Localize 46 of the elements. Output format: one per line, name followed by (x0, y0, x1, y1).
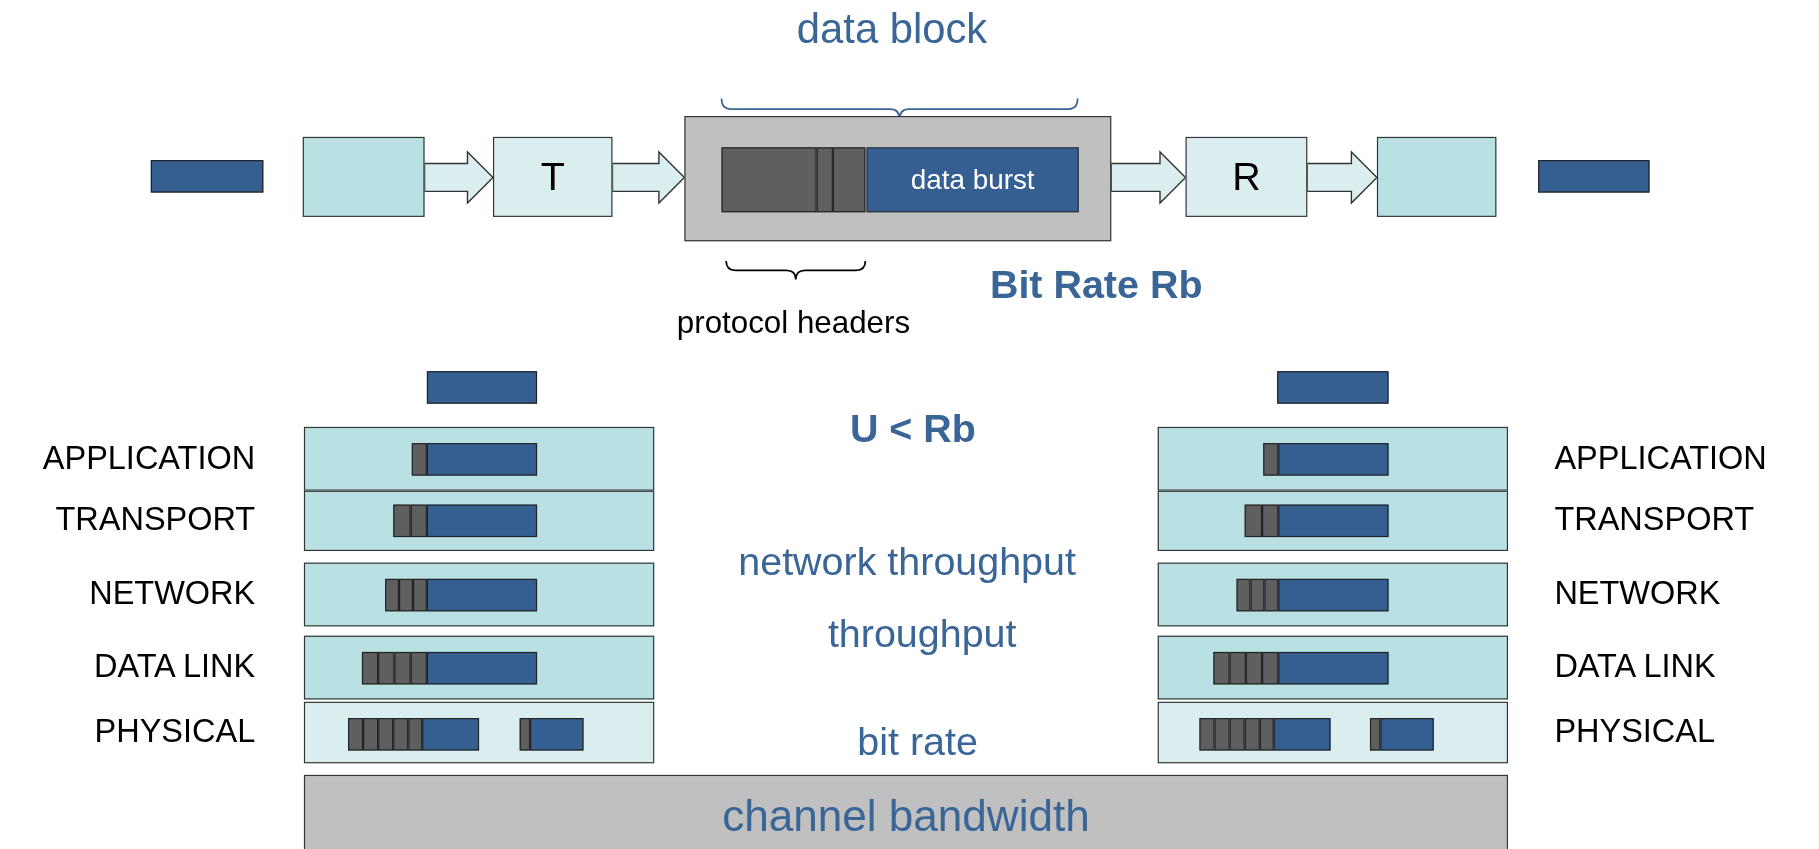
layer-box (303, 490, 655, 551)
layer-label: DATA LINK (1554, 647, 1716, 685)
throughput-label: throughput (827, 611, 1017, 657)
data-packet (1538, 160, 1650, 193)
layer-box (1157, 562, 1508, 627)
bit-rate-label: bit rate (857, 719, 978, 765)
layer-label: TRANSPORT (55, 501, 256, 539)
rate-label: Bit Rate Rb (989, 262, 1203, 308)
buffer-box (302, 136, 425, 217)
layer-box (1157, 426, 1508, 491)
layer-label: APPLICATION (1554, 439, 1767, 477)
data-packet (150, 160, 264, 193)
channel-bandwidth-bar (303, 774, 1508, 849)
buffer-box (1376, 136, 1497, 217)
channel-label: channel bandwidth (722, 790, 1090, 841)
throughput-label: network throughput (738, 539, 1076, 585)
bracket-label: data block (796, 4, 988, 54)
bracket-label: protocol headers (676, 305, 911, 342)
receiver-box (1185, 136, 1308, 217)
layer-label: TRANSPORT (1554, 501, 1755, 539)
block-arrow (423, 150, 494, 205)
layer-box (1157, 490, 1508, 551)
layer-box (303, 635, 655, 700)
burst-label: data burst (910, 163, 1035, 197)
rate-label: U < Rb (849, 406, 976, 452)
layer-label: PHYSICAL (94, 712, 256, 750)
block-arrow (1306, 150, 1378, 205)
layer-label: DATA LINK (93, 647, 256, 685)
layer-box (303, 562, 655, 627)
data-burst-bar (866, 147, 1079, 213)
layer-label: APPLICATION (42, 439, 256, 477)
data-packet (1277, 371, 1389, 404)
box-label: T (540, 154, 565, 200)
transmitter-box (493, 136, 613, 217)
layer-box (1157, 701, 1508, 764)
layer-box (303, 701, 655, 764)
block-arrow (611, 150, 686, 205)
layer-label: PHYSICAL (1554, 712, 1716, 750)
layer-box (1157, 635, 1508, 700)
box-label: R (1232, 154, 1261, 200)
channel-box (684, 116, 1112, 242)
layer-box (303, 426, 655, 491)
layer-label: NETWORK (1554, 574, 1721, 612)
layer-label: NETWORK (89, 574, 256, 612)
block-arrow (1110, 150, 1187, 205)
data-packet (426, 371, 538, 404)
